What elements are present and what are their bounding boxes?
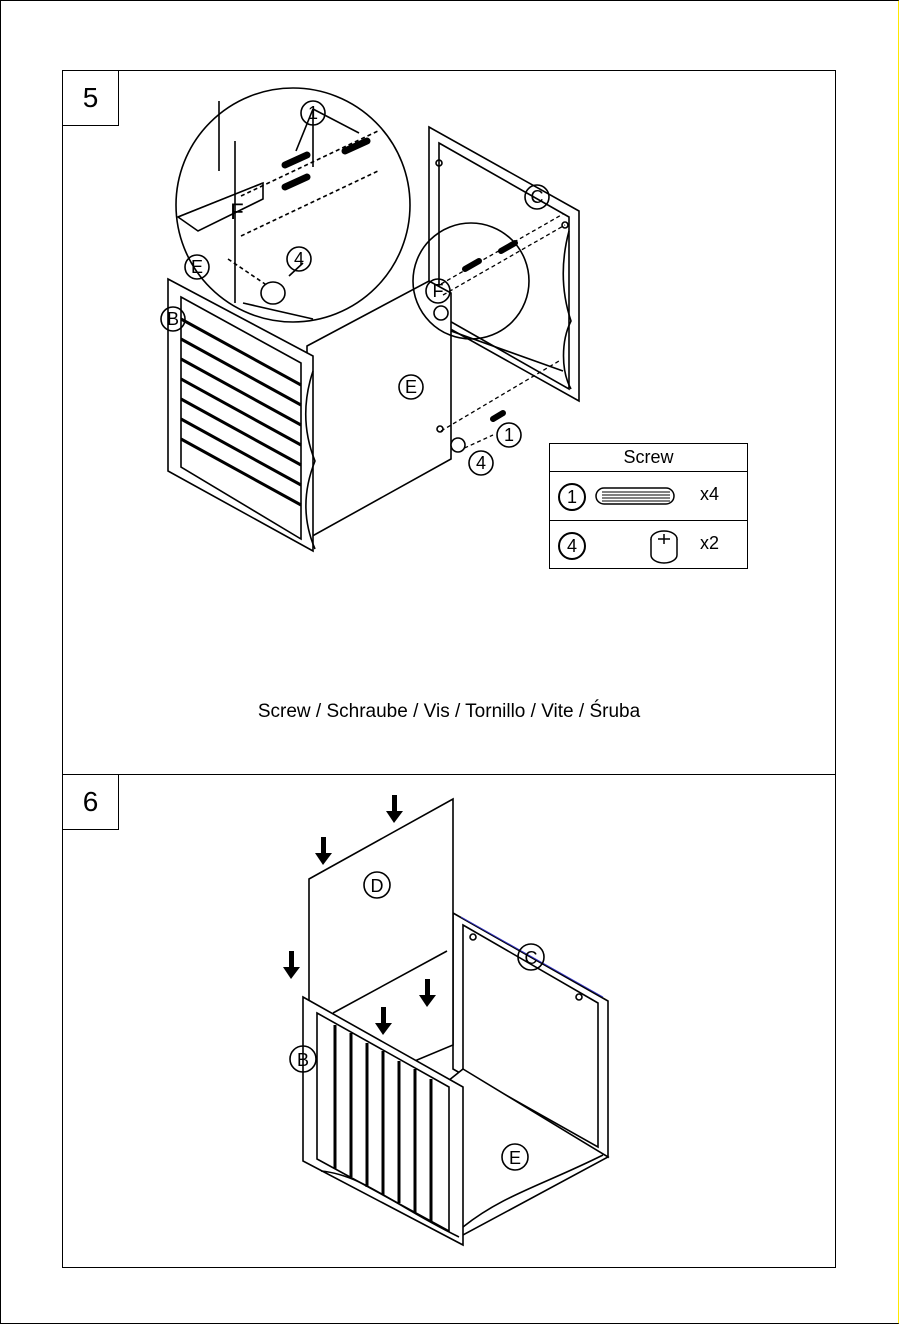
arrow-down-icon — [386, 795, 403, 823]
dowel-icon — [594, 478, 684, 514]
zoom-detail — [176, 88, 410, 322]
label-b: B — [167, 309, 179, 329]
screw-table: Screw 1 x4 4 x2 — [549, 443, 748, 569]
step-5-illustration: 1 F 4 E B C F E 1 4 — [63, 71, 835, 774]
arrow-down-icon — [315, 837, 332, 865]
label-f: F — [433, 281, 444, 301]
screw-table-num: 4 — [558, 532, 586, 560]
label-d: D — [371, 876, 384, 896]
callout-4: 4 — [476, 453, 486, 473]
arrow-down-icon — [283, 951, 300, 979]
step-5-panel: 5 — [62, 70, 836, 775]
callout-1-detail: 1 — [308, 103, 318, 123]
label-b: B — [297, 1050, 309, 1070]
step-6-illustration: D C B E — [63, 775, 835, 1267]
callout-1: 1 — [504, 425, 514, 445]
screw-table-qty: x2 — [700, 533, 719, 554]
step-6-panel: 6 — [62, 774, 836, 1268]
label-c: C — [525, 948, 538, 968]
screw-table-qty: x4 — [700, 484, 719, 505]
label-e-left: E — [191, 257, 203, 277]
label-f-detail: F — [230, 199, 243, 224]
label-e: E — [509, 1148, 521, 1168]
cam-lock-icon — [594, 527, 684, 567]
screw-table-row-2: 4 x2 — [550, 521, 747, 569]
screw-table-header: Screw — [550, 444, 747, 472]
caption-screw: Screw / Schraube / Vis / Tornillo / Vite… — [63, 701, 835, 723]
label-e-center: E — [405, 377, 417, 397]
callout-4-detail: 4 — [294, 249, 304, 269]
screw-table-num: 1 — [558, 483, 586, 511]
label-c: C — [531, 187, 544, 207]
screw-table-row-1: 1 x4 — [550, 472, 747, 521]
